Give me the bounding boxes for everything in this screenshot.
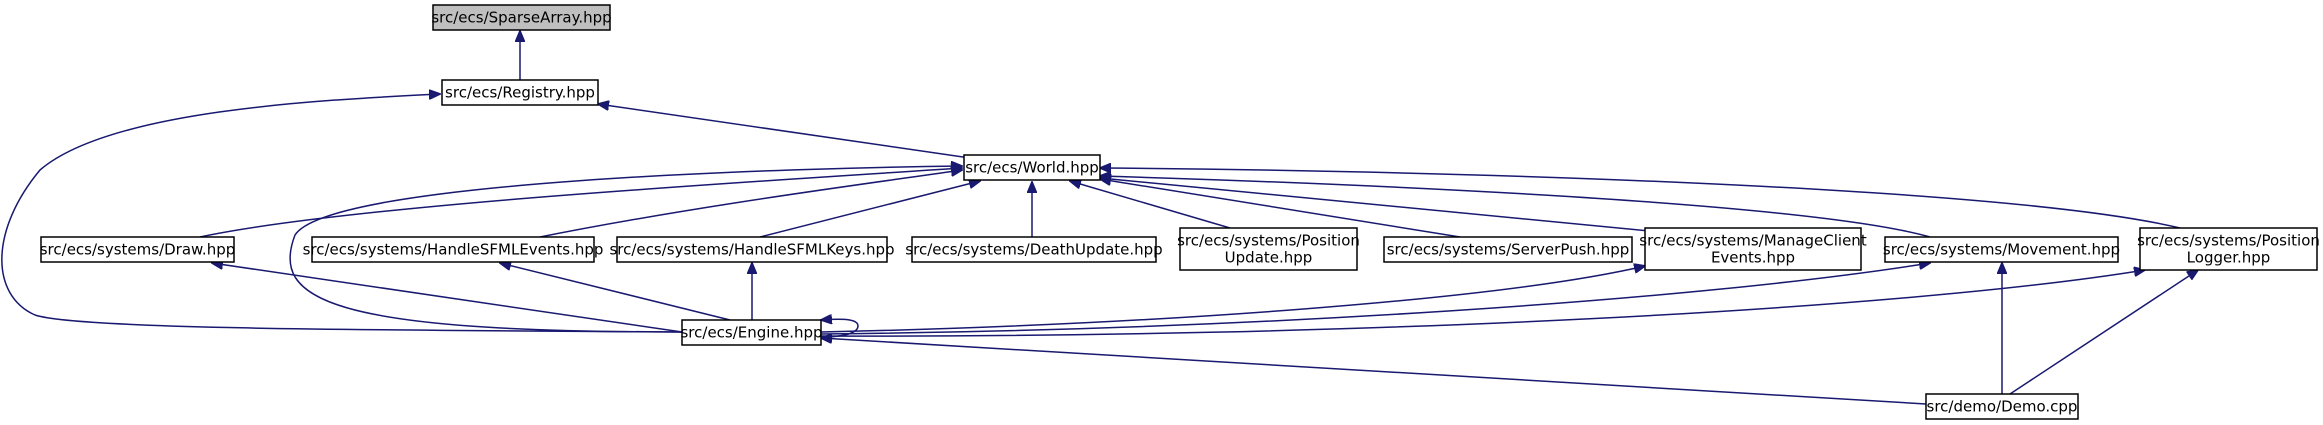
node-box bbox=[1644, 227, 1862, 271]
node-label: src/demo/Demo.cpp bbox=[1927, 398, 2078, 416]
node-sparse[interactable]: src/ecs/SparseArray.hpp bbox=[431, 4, 612, 31]
edge-posupd-to-world bbox=[1070, 181, 1231, 229]
node-demo[interactable]: src/demo/Demo.cpp bbox=[1925, 393, 2079, 420]
node-box bbox=[311, 236, 595, 263]
node-box bbox=[441, 79, 599, 106]
nodes: src/ecs/SparseArray.hpp src/ecs/Registry.… bbox=[40, 4, 2320, 420]
node-label: src/ecs/World.hpp bbox=[965, 159, 1099, 177]
node-hsfmlkey[interactable]: src/ecs/systems/HandleSFMLKeys.hpp bbox=[609, 236, 895, 263]
node-movement[interactable]: src/ecs/systems/Movement.hpp bbox=[1883, 236, 2120, 263]
edge-engine-to-manage bbox=[820, 266, 1645, 333]
edges bbox=[1, 31, 2198, 405]
node-hsfmlev[interactable]: src/ecs/systems/HandleSFMLEvents.hpp bbox=[303, 236, 604, 263]
node-registry[interactable]: src/ecs/Registry.hpp bbox=[441, 79, 599, 106]
node-label: src/ecs/systems/Movement.hpp bbox=[1883, 241, 2120, 259]
edge-srvpush-to-world bbox=[1100, 179, 1461, 238]
edge-engine-to-poslog bbox=[820, 270, 2145, 337]
node-box bbox=[2139, 227, 2318, 271]
edge-world-to-registry bbox=[598, 104, 971, 159]
edge-engine-to-movement bbox=[820, 263, 1930, 335]
edge-manage-to-world bbox=[1100, 178, 1661, 233]
node-box bbox=[616, 236, 888, 263]
node-label: src/ecs/systems/HandleSFMLKeys.hpp bbox=[609, 241, 894, 259]
edge-engine-to-world bbox=[289, 166, 962, 333]
node-box bbox=[1925, 393, 2079, 420]
node-srvpush[interactable]: src/ecs/systems/ServerPush.hpp bbox=[1383, 236, 1633, 263]
node-draw[interactable]: src/ecs/systems/Draw.hpp bbox=[40, 236, 236, 263]
node-engine[interactable]: src/ecs/Engine.hpp bbox=[680, 319, 823, 346]
node-label: src/ecs/SparseArray.hpp bbox=[431, 9, 611, 27]
node-world[interactable]: src/ecs/World.hpp bbox=[963, 154, 1101, 181]
edge-demo-to-poslog bbox=[2009, 270, 2198, 395]
node-label: src/ecs/Registry.hpp bbox=[445, 84, 595, 102]
edge-engine-to-engine bbox=[821, 319, 859, 338]
edge-demo-to-engine bbox=[821, 338, 1927, 405]
node-label: Update.hpp bbox=[1225, 249, 1313, 267]
edge-engine-to-draw bbox=[212, 263, 683, 333]
node-box bbox=[1884, 236, 2119, 263]
node-label: Events.hpp bbox=[1711, 249, 1795, 267]
node-box bbox=[40, 236, 235, 263]
node-label: src/ecs/systems/Draw.hpp bbox=[40, 241, 236, 259]
edge-hsfmlev-to-world bbox=[539, 170, 962, 238]
node-box bbox=[681, 319, 822, 346]
node-label: src/ecs/Engine.hpp bbox=[680, 324, 822, 342]
node-box bbox=[963, 154, 1101, 181]
node-label: src/ecs/systems/Position bbox=[2137, 232, 2320, 250]
node-label: src/ecs/systems/Position bbox=[1177, 232, 1360, 250]
node-label: src/ecs/systems/HandleSFMLEvents.hpp bbox=[303, 241, 604, 259]
edge-engine-to-hsfmlev bbox=[500, 263, 731, 321]
node-label: src/ecs/systems/DeathUpdate.hpp bbox=[905, 241, 1162, 259]
edge-poslog-to-world bbox=[1100, 168, 2181, 229]
node-box bbox=[911, 236, 1157, 263]
node-box bbox=[1179, 227, 1358, 271]
edge-movement-to-world bbox=[1100, 176, 1931, 238]
node-label: Logger.hpp bbox=[2187, 249, 2271, 267]
edge-draw-to-world bbox=[199, 168, 962, 238]
edge-hsfmlkey-to-world bbox=[759, 181, 980, 238]
node-box bbox=[1383, 236, 1633, 263]
node-label: src/ecs/systems/ManageClient bbox=[1639, 232, 1867, 250]
node-label: src/ecs/systems/ServerPush.hpp bbox=[1387, 241, 1630, 259]
node-death[interactable]: src/ecs/systems/DeathUpdate.hpp bbox=[905, 236, 1163, 263]
edge-engine-to-registry bbox=[1, 94, 683, 333]
node-box bbox=[432, 4, 611, 31]
